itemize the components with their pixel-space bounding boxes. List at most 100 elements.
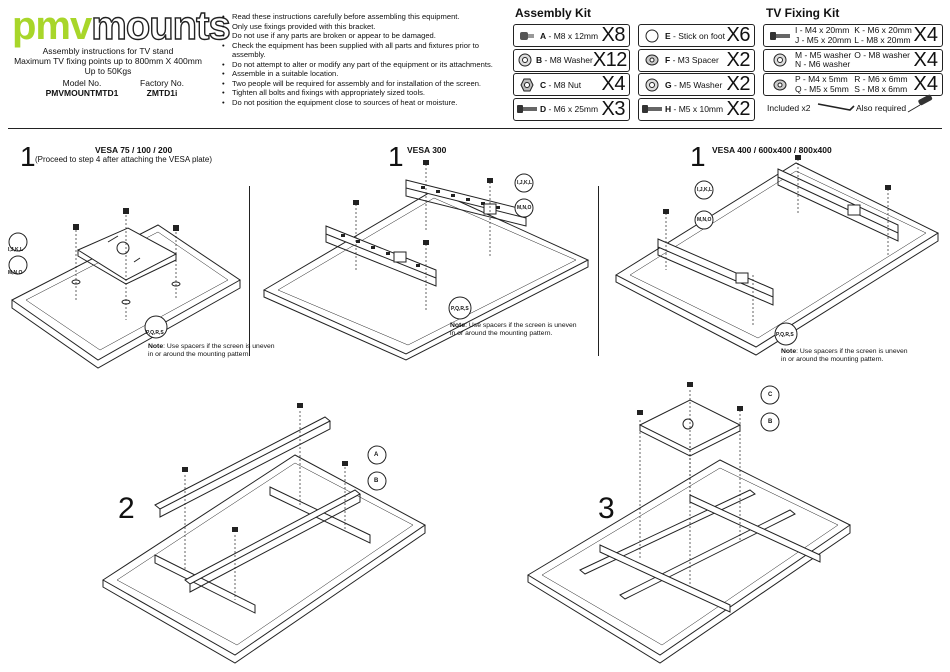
kit-item-label: H - M5 x 10mm <box>665 104 724 114</box>
washer-icon <box>767 51 793 69</box>
fixing-qty: X4 <box>913 73 938 95</box>
step-1a-title: VESA 75 / 100 / 200 <box>95 145 173 155</box>
instruction-item: Do not attempt to alter or modify any pa… <box>222 60 507 70</box>
bolt-icon <box>518 29 536 43</box>
step-3-number: 3 <box>598 492 615 525</box>
step-1a-number: 1 <box>20 141 36 172</box>
callout-b: B <box>374 478 379 484</box>
step-1c-note: Note: Use spacers if the screen is uneve… <box>781 348 908 363</box>
instructions-list: Read these instructions carefully before… <box>222 12 507 107</box>
screw-icon <box>642 102 662 116</box>
step-2-diagram <box>102 403 426 664</box>
callout-c: C <box>768 392 773 398</box>
screw-icon <box>517 102 537 116</box>
step-1c-diagram <box>614 155 940 356</box>
callout-ijkl: I,J,K,L <box>697 187 713 193</box>
step1-divider-left <box>249 186 250 356</box>
callout-pqrs: P,Q,R,S <box>146 330 164 336</box>
callout-pqrs: P,Q,R,S <box>451 306 469 312</box>
kit-item-qty: X12 <box>592 48 628 71</box>
assembly-kit-title: Assembly Kit <box>515 6 592 20</box>
kit-item-qty: X2 <box>726 48 751 71</box>
instruction-item: Check the equipment has been supplied wi… <box>222 41 507 60</box>
step-3-diagram <box>527 382 851 664</box>
kit-item-label: B - M8 Washer <box>536 55 593 65</box>
instruction-item: Only use fixings provided with this brac… <box>222 22 507 32</box>
callout-mno: M,N,O <box>8 270 23 276</box>
instruction-item: Do not position the equipment close to s… <box>222 98 507 108</box>
factory-number: Factory No. ZMTD1i <box>132 78 192 98</box>
header-description: Assembly instructions for TV stand Maxim… <box>10 46 206 76</box>
kit-item-label: E - Stick on foot <box>665 30 726 41</box>
header-line-3: Up to 50Kgs <box>84 66 132 76</box>
included-label: Included x2 <box>767 103 811 113</box>
callout-b: B <box>768 419 773 425</box>
allen-key-icon <box>817 103 855 111</box>
step-2-number: 2 <box>118 492 135 525</box>
tv-fixing-kit-title: TV Fixing Kit <box>766 6 840 20</box>
instruction-item: Read these instructions carefully before… <box>222 12 507 22</box>
washer-icon <box>643 78 661 92</box>
screwdriver-icon <box>907 94 933 113</box>
kit-item-f: F - M3 Spacer X2 <box>638 48 755 72</box>
callout-mno: M,N,O <box>517 205 532 211</box>
callout-pqrs: P,Q,R,S <box>776 332 794 338</box>
step-1a-note: Note: Use spacers if the screen is uneve… <box>148 343 275 358</box>
model-value: PMVMOUNTMTD1 <box>45 88 119 98</box>
step-1c-number: 1 <box>690 141 706 172</box>
kit-item-label: C - M8 Nut <box>540 79 582 90</box>
kit-item-qty: X3 <box>601 97 626 120</box>
kit-item-qty: X6 <box>726 24 751 46</box>
instruction-item: Assemble in a suitable location. <box>222 69 507 79</box>
step1-divider-right <box>598 186 599 356</box>
step-1b-title: VESA 300 <box>407 145 447 155</box>
callout-ijkl: I,J,K,L <box>8 247 24 253</box>
kit-item-qty: X8 <box>601 24 626 46</box>
model-label: Model No. <box>62 78 102 88</box>
callout-ijkl: I,J,K,L <box>517 180 533 186</box>
model-number: Model No. PMVMOUNTMTD1 <box>42 78 122 98</box>
header-line-1: Assembly instructions for TV stand <box>42 46 174 56</box>
screw-icon <box>767 27 793 45</box>
kit-item-label: A - M8 x 12mm <box>540 30 599 41</box>
header-line-2: Maximum TV fixing points up to 800mm X 4… <box>14 56 202 66</box>
instruction-item: Tighten all bolts and fixings with appro… <box>222 88 507 98</box>
kit-item-qty: X4 <box>601 73 626 95</box>
factory-value: ZMTD1i <box>146 88 178 98</box>
brand-logo: pmvmounts <box>12 4 231 48</box>
instruction-item: Two people will be required for assembly… <box>222 79 507 89</box>
fixing-qty: X4 <box>913 24 938 46</box>
header-divider <box>8 128 942 129</box>
step-1a-subtitle: (Proceed to step 4 after attaching the V… <box>35 155 212 164</box>
kit-item-c: C - M8 Nut X4 <box>513 73 630 96</box>
step-1a-diagram <box>8 208 241 369</box>
foot-icon <box>643 29 661 43</box>
kit-item-qty: X2 <box>726 73 751 95</box>
washer-icon <box>518 53 532 67</box>
instruction-item: Do not use if any parts are broken or ap… <box>222 31 507 41</box>
kit-item-label: F - M3 Spacer <box>665 55 719 65</box>
kit-item-qty: X2 <box>726 97 751 120</box>
also-required-label: Also required <box>856 103 907 113</box>
step-1c-title: VESA 400 / 600x400 / 800x400 <box>712 145 832 155</box>
nut-icon <box>518 78 536 92</box>
step-1b-diagram <box>262 160 590 361</box>
fixing-qty: X4 <box>913 48 938 71</box>
callout-a: A <box>374 452 379 458</box>
kit-item-label: D - M6 x 25mm <box>540 104 599 114</box>
kit-item-label: G - M5 Washer <box>665 79 723 90</box>
spacer-icon <box>767 76 793 94</box>
